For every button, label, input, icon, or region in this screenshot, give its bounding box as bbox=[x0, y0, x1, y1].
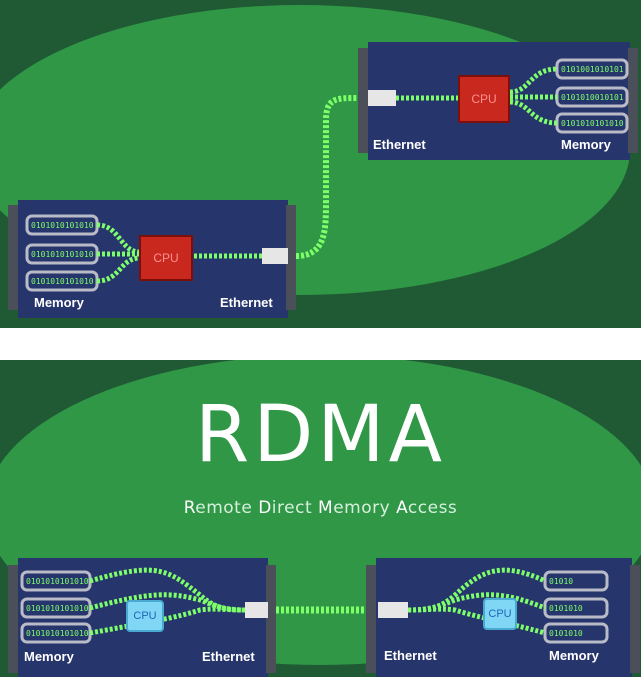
subtitle-word-memory: Memory bbox=[318, 498, 391, 518]
ethernet-port bbox=[368, 90, 396, 106]
svg-text:0101010: 0101010 bbox=[549, 604, 583, 613]
memory-bits: 01010 0101010 0101010 bbox=[549, 577, 583, 638]
ethernet-cable bbox=[295, 95, 359, 259]
memory-bits: 0101010101010 0101010101010 010101010101… bbox=[26, 577, 89, 638]
svg-text:0101010101010: 0101010101010 bbox=[31, 277, 94, 286]
svg-text:0101010101010: 0101010101010 bbox=[561, 119, 624, 128]
memory-slots bbox=[543, 570, 609, 644]
right-memory-label: Memory bbox=[561, 137, 611, 152]
memory-slots bbox=[555, 58, 629, 134]
svg-text:0101010101010: 0101010101010 bbox=[31, 221, 94, 230]
left-memory-label: Memory bbox=[24, 649, 74, 664]
traditional-networking-diagram: 0101010101010 0101010101010 010101010101… bbox=[0, 0, 641, 328]
left-memory-label: Memory bbox=[34, 295, 84, 310]
svg-text:0101010101010: 0101010101010 bbox=[26, 629, 89, 638]
right-ethernet-label: Ethernet bbox=[384, 648, 437, 663]
left-ethernet-label: Ethernet bbox=[202, 649, 255, 664]
cpu-chip bbox=[139, 235, 193, 281]
svg-text:0101010101010: 0101010101010 bbox=[26, 577, 89, 586]
subtitle-word-access: Access bbox=[396, 498, 458, 518]
svg-text:0101010101010: 0101010101010 bbox=[26, 604, 89, 613]
ethernet-port bbox=[378, 602, 408, 618]
right-memory-label: Memory bbox=[549, 648, 599, 663]
bit-streams bbox=[396, 66, 558, 126]
traditional-networking-graphic: 0101010101010 0101010101010 010101010101… bbox=[0, 5, 638, 318]
cpu-chip bbox=[126, 600, 164, 632]
right-server: 01010 0101010 0101010 bbox=[366, 558, 640, 677]
rdma-title: RDMA bbox=[195, 390, 446, 480]
bit-streams bbox=[96, 222, 262, 284]
svg-text:01010: 01010 bbox=[549, 577, 573, 586]
cpu-chip bbox=[483, 598, 517, 630]
left-ethernet-label: Ethernet bbox=[220, 295, 273, 310]
ethernet-port bbox=[245, 602, 268, 618]
left-cpu-label: CPU bbox=[133, 610, 157, 622]
cpu-chip bbox=[458, 75, 510, 123]
left-cpu-label: CPU bbox=[153, 251, 179, 265]
subtitle-word-remote: Remote bbox=[183, 498, 253, 518]
left-server: 0101010101010 0101010101010 010101010101… bbox=[8, 200, 296, 318]
memory-bits: 0101010101010 0101010101010 010101010101… bbox=[31, 221, 94, 286]
right-ethernet-label: Ethernet bbox=[373, 137, 426, 152]
svg-text:0101010010101: 0101010010101 bbox=[561, 93, 624, 102]
right-server: 0101001010101 0101010010101 010101010101… bbox=[358, 42, 638, 160]
rdma-graphic: 0101010101010 0101010101010 010101010101… bbox=[0, 360, 641, 677]
left-server: 0101010101010 0101010101010 010101010101… bbox=[8, 558, 276, 677]
subtitle-word-direct: Direct bbox=[258, 498, 313, 518]
right-cpu-label: CPU bbox=[488, 608, 512, 620]
rdma-diagram: 0101010101010 0101010101010 010101010101… bbox=[0, 360, 641, 677]
svg-text:0101001010101: 0101001010101 bbox=[561, 65, 624, 74]
ethernet-port bbox=[262, 248, 288, 264]
right-cpu-label: CPU bbox=[471, 92, 497, 106]
svg-text:0101010101010: 0101010101010 bbox=[31, 250, 94, 259]
rdma-subtitle: Remote Direct Memory Access bbox=[0, 498, 641, 518]
memory-bits: 0101001010101 0101010010101 010101010101… bbox=[561, 65, 624, 128]
svg-text:0101010: 0101010 bbox=[549, 629, 583, 638]
